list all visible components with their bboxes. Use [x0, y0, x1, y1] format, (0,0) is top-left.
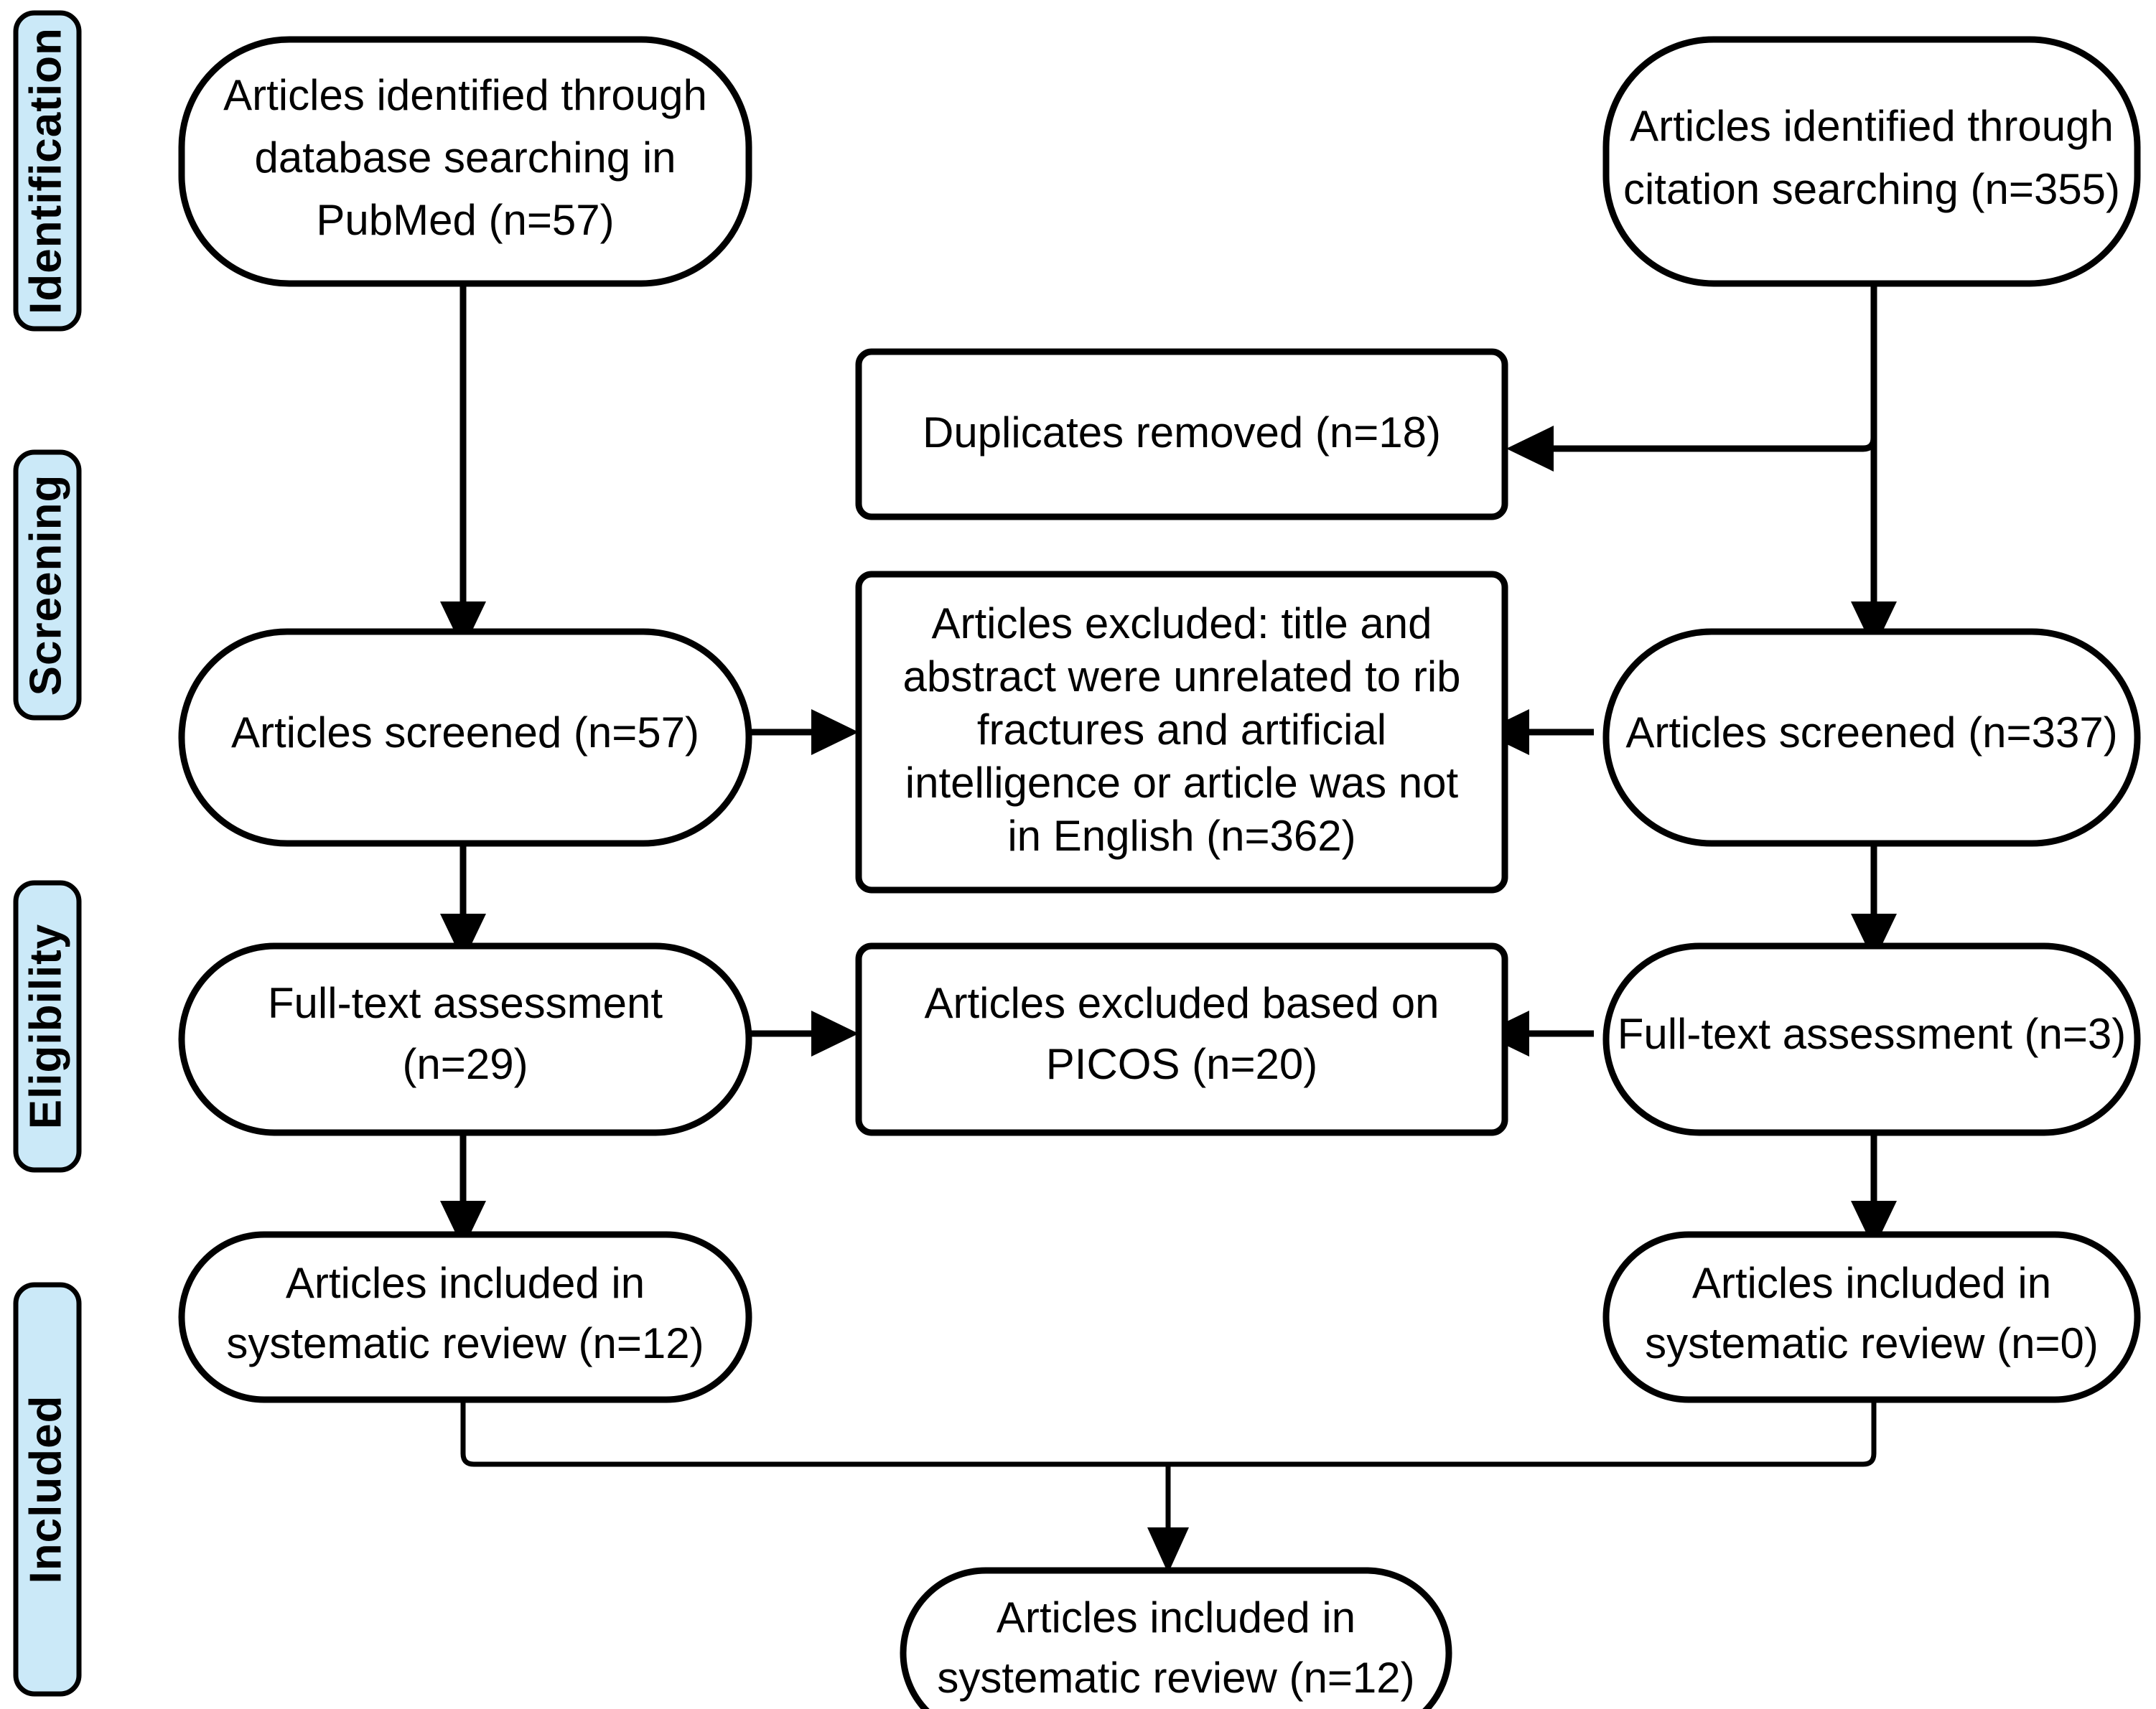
node-left-included[interactable]: Articles included in systematic review (…: [178, 1231, 752, 1403]
node-excluded-picos-line-2: PICOS (n=20): [1046, 1040, 1318, 1088]
node-right-included-shape: [1602, 1231, 2141, 1403]
node-db-identified-line-1: Articles identified through: [223, 71, 707, 119]
node-left-screened-shape: [178, 628, 752, 847]
connector-citation-to-duplicates: [1506, 284, 1877, 472]
node-duplicates-removed-line-1: Duplicates removed (n=18): [923, 408, 1441, 456]
node-left-fulltext[interactable]: Full-text assessment (n=29): [178, 942, 752, 1136]
node-right-screened[interactable]: Articles screened (n=337): [1602, 628, 2141, 847]
node-db-identified[interactable]: Articles identified through database sea…: [178, 36, 752, 287]
node-right-fulltext-line-1: Full-text assessment (n=3): [1618, 1010, 2127, 1058]
node-excluded-title-abstract-line-2: abstract were unrelated to rib: [902, 652, 1460, 701]
node-right-included[interactable]: Articles included in systematic review (…: [1602, 1231, 2141, 1403]
node-final-included-line-1: Articles included in: [997, 1593, 1355, 1642]
node-left-included-line-1: Articles included in: [286, 1259, 645, 1307]
stage-label-identification: Identification: [13, 10, 82, 332]
node-left-fulltext-shape: [178, 942, 752, 1136]
stage-label-text-eligibility: Eligibility: [21, 924, 70, 1130]
node-right-included-line-1: Articles included in: [1692, 1259, 2051, 1307]
node-excluded-title-abstract-line-4: intelligence or article was not: [905, 759, 1459, 807]
connector-merge-to-final: [460, 1400, 1877, 1573]
node-citation-identified[interactable]: Articles identified through citation sea…: [1602, 36, 2141, 287]
stage-label-text-screening: Screening: [21, 474, 70, 696]
connector-citation-to-right-screened: [1851, 284, 1897, 650]
node-left-fulltext-line-1: Full-text assessment: [268, 979, 663, 1027]
node-final-included-line-2: systematic review (n=12): [937, 1654, 1414, 1702]
connector-left-screened-to-excluded: [747, 709, 859, 755]
node-right-fulltext[interactable]: Full-text assessment (n=3): [1602, 942, 2141, 1136]
connector-right-screened-to-right-fulltext: [1851, 843, 1897, 962]
node-left-screened-line-1: Articles screened (n=57): [231, 708, 699, 757]
node-excluded-picos-line-1: Articles excluded based on: [924, 979, 1439, 1027]
node-citation-identified-line-1: Articles identified through: [1630, 102, 2114, 150]
node-excluded-picos[interactable]: Articles excluded based on PICOS (n=20): [855, 942, 1508, 1136]
connector-left-fulltext-to-left-included: [440, 1133, 486, 1249]
node-right-screened-shape: [1602, 628, 2141, 847]
stage-chip-included: [13, 1282, 82, 1697]
node-final-included[interactable]: Articles included in systematic review (…: [900, 1567, 1452, 1709]
node-db-identified-line-3: PubMed (n=57): [316, 196, 614, 244]
node-right-included-line-2: systematic review (n=0): [1645, 1319, 2099, 1367]
node-db-identified-shape: [178, 36, 752, 287]
node-excluded-title-abstract-line-3: fractures and artificial: [977, 706, 1386, 754]
connector-db-to-left-screened: [440, 284, 486, 650]
stage-label-eligibility: Eligibility: [13, 880, 82, 1173]
node-db-identified-line-2: database searching in: [254, 134, 676, 182]
stage-chip-eligibility: [13, 880, 82, 1173]
stage-label-included: Included: [13, 1282, 82, 1697]
node-final-included-shape: [900, 1567, 1452, 1709]
connector-right-fulltext-to-right-included: [1851, 1133, 1897, 1249]
node-excluded-title-abstract-line-5: in English (n=362): [1007, 812, 1355, 860]
node-excluded-title-abstract-line-1: Articles excluded: title and: [931, 599, 1432, 647]
stage-chip-identification: [13, 10, 82, 332]
stage-chip-screening: [13, 449, 82, 721]
node-left-screened[interactable]: Articles screened (n=57): [178, 628, 752, 847]
node-excluded-title-abstract[interactable]: Articles excluded: title and abstract we…: [855, 571, 1508, 894]
stage-label-text-identification: Identification: [21, 27, 70, 314]
stage-label-screening: Screening: [13, 449, 82, 721]
node-left-fulltext-line-2: (n=29): [402, 1040, 528, 1088]
node-right-fulltext-shape: [1602, 942, 2141, 1136]
connector-left-screened-to-left-fulltext: [440, 843, 486, 962]
node-left-included-shape: [178, 1231, 752, 1403]
node-left-included-line-2: systematic review (n=12): [226, 1319, 704, 1367]
node-citation-identified-line-2: citation searching (n=355): [1623, 165, 2120, 213]
node-excluded-picos-shape: [855, 942, 1508, 1136]
node-right-screened-line-1: Articles screened (n=337): [1625, 708, 2117, 757]
node-citation-identified-shape: [1602, 36, 2141, 287]
node-duplicates-removed-shape: [855, 348, 1508, 520]
connector-left-fulltext-to-picos: [747, 1011, 859, 1057]
node-excluded-title-abstract-shape: [855, 571, 1508, 894]
stage-label-text-included: Included: [21, 1395, 70, 1584]
node-duplicates-removed[interactable]: Duplicates removed (n=18): [855, 348, 1508, 520]
